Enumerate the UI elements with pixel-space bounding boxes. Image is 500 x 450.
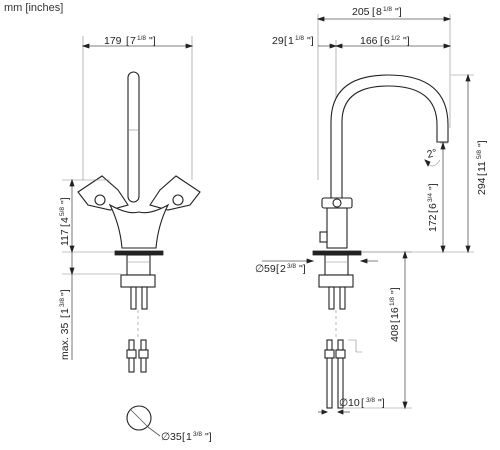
svg-text:"]: "] — [403, 35, 410, 47]
svg-text:117: 117 — [59, 229, 71, 246]
svg-text:5/8: 5/8 — [59, 207, 66, 216]
svg-text:35: 35 — [170, 431, 182, 443]
svg-text:1: 1 — [288, 35, 294, 47]
svg-text:2: 2 — [280, 263, 286, 275]
svg-text:[: [ — [284, 35, 287, 47]
svg-text:166: 166 — [360, 35, 378, 47]
dim-side-total-height: 294 [ 11 5/8 "] — [476, 140, 488, 195]
dim-front-height: 117 [ 4 5/8 "] — [59, 197, 71, 246]
svg-text:5/8: 5/8 — [476, 150, 483, 159]
svg-text:11: 11 — [476, 161, 488, 172]
svg-text:3/8: 3/8 — [287, 263, 296, 270]
svg-text:"]: "] — [395, 6, 402, 18]
svg-text:"]: "] — [389, 287, 401, 294]
svg-text:[: [ — [59, 224, 71, 227]
svg-text:3/4: 3/4 — [427, 193, 434, 202]
svg-text:1/8: 1/8 — [295, 35, 304, 42]
svg-text:172: 172 — [427, 214, 439, 232]
svg-text:[: [ — [380, 35, 383, 47]
svg-text:6: 6 — [384, 35, 390, 47]
front-view: 179 [ 7 1/8 "] 117 [ 4 5/8 "] — [59, 35, 212, 443]
svg-text:1/2: 1/2 — [391, 35, 400, 42]
svg-text:"]: "] — [59, 289, 71, 296]
dim-side-tail-length: 408 [ 16 1/8 "] — [389, 287, 401, 342]
dim-front-width: 179 [ 7 1/8 "] — [104, 35, 156, 47]
svg-text:29: 29 — [272, 35, 284, 47]
svg-text:[: [ — [476, 173, 488, 176]
svg-text:4: 4 — [59, 217, 71, 223]
svg-text:"]: "] — [59, 197, 71, 204]
svg-text:[: [ — [182, 431, 185, 443]
svg-text:[: [ — [427, 210, 439, 213]
dim-swivel-angle: 2° — [426, 147, 439, 161]
svg-text:1/8: 1/8 — [389, 297, 396, 306]
dim-front-max-thickness: max. 35 [ 1 3/8 "] — [59, 289, 71, 360]
svg-text:max. 35: max. 35 — [59, 322, 71, 360]
svg-text:"]: "] — [378, 397, 385, 409]
svg-text:59: 59 — [264, 263, 276, 275]
dim-side-offset: 29 [ 1 1/8 "] — [272, 35, 314, 47]
svg-text:1: 1 — [59, 308, 71, 314]
svg-text:[: [ — [361, 397, 364, 409]
svg-text:7: 7 — [130, 35, 136, 47]
svg-text:[: [ — [126, 35, 129, 47]
svg-text:16: 16 — [389, 307, 401, 319]
svg-text:∅: ∅ — [339, 397, 348, 409]
svg-text:294: 294 — [476, 177, 488, 195]
svg-text:179: 179 — [104, 35, 122, 47]
svg-text:∅: ∅ — [255, 263, 264, 275]
svg-text:3/8: 3/8 — [366, 397, 375, 404]
dim-side-reach: 205 [ 8 1/8 "] — [352, 6, 402, 18]
svg-text:205: 205 — [352, 6, 370, 18]
svg-text:[: [ — [372, 6, 375, 18]
svg-text:[: [ — [276, 263, 279, 275]
svg-text:∅: ∅ — [161, 431, 170, 443]
svg-text:[: [ — [59, 315, 71, 318]
svg-text:8: 8 — [376, 6, 382, 18]
svg-text:[: [ — [389, 320, 401, 323]
side-view: 205 [ 8 1/8 "] 29 [ 1 1/8 "] 166 [ 6 1/2… — [255, 6, 488, 415]
svg-text:3/8: 3/8 — [193, 431, 202, 438]
svg-text:10: 10 — [348, 397, 360, 409]
svg-text:1/8: 1/8 — [137, 35, 146, 42]
svg-text:"]: "] — [307, 35, 314, 47]
dim-escutcheon-dia: ∅ 35 [ 1 3/8 "] — [161, 431, 212, 443]
svg-text:408: 408 — [389, 324, 401, 342]
svg-text:3/8: 3/8 — [59, 298, 66, 307]
dim-side-spout-height: 172 [ 6 3/4 "] — [427, 183, 439, 232]
dim-hose-dia: ∅ 10 [ 3/8 "] — [339, 397, 385, 409]
svg-text:"]: "] — [149, 35, 156, 47]
svg-text:1: 1 — [186, 431, 192, 443]
units-label: mm [inches] — [4, 2, 64, 14]
svg-text:"]: "] — [205, 431, 212, 443]
svg-text:1/8: 1/8 — [383, 6, 392, 13]
dim-side-base-dia: ∅ 59 [ 2 3/8 "] — [255, 263, 306, 275]
svg-text:6: 6 — [427, 203, 439, 209]
dim-side-spout-reach: 166 [ 6 1/2 "] — [360, 35, 410, 47]
svg-text:"]: "] — [299, 263, 306, 275]
svg-text:"]: "] — [427, 183, 439, 190]
svg-text:"]: "] — [476, 140, 488, 147]
